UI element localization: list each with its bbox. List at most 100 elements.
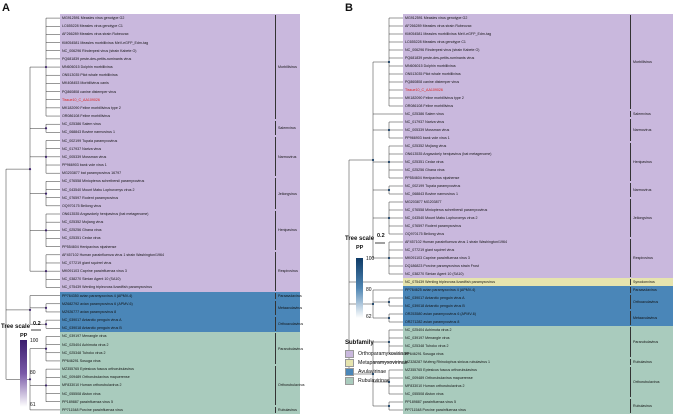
subfamily-band [60,291,300,333]
genus-bracket [275,292,276,299]
tip-label: KM054581 Measles morbillivirus MeV-eGFP_… [405,32,492,36]
legend-item: Orthoparamyxovirinae [345,349,409,358]
tip-label: NC_006296 Rinderpest virus (strain Kabet… [62,48,137,53]
tip-label: MN606015 Dolphin morbillivirus [62,65,113,70]
genus-label: Salemvirus [633,112,651,116]
legend-item: Avulavirinae [345,367,409,376]
tip-label: NC_038270 Simian Agent 10 (SA10) [62,277,121,282]
tip-label: NC_025404 Achimota virus 2 [62,342,109,347]
tip-label: PP189887 parainfluenza virus 5 [62,399,113,404]
pp-tick-max: 100 [30,338,39,344]
tip-label: Tissue10_C_AA109026 [62,97,100,102]
genus-label: Paraavulavirus [633,288,657,292]
tip-label: PQ681839 peste-des-petits-ruminants viru… [62,56,132,61]
tip-label: PP711548 Porcine parainfluenza virus [405,408,466,412]
tip-label: NC_025348 Tuhoko virus 2 [405,344,449,348]
tip-label: PP966903 bank vole virus 1 [62,163,107,168]
genus-bracket [630,311,631,325]
legend-label: Metaparamyxovirinae [358,359,408,366]
genus-bracket [275,406,276,413]
tip-label: NC_017937 Nariva virus [62,146,102,151]
genus-bracket [275,210,276,250]
tip-label: NC_025348 Tuhoko virus 2 [62,350,106,355]
legend-label: Avulavirinae [358,368,387,375]
legend-title: Subfamily [345,340,374,346]
genus-bracket [275,251,276,291]
genus-label: Salemvirus [278,126,296,131]
tip-label: MZ355765 Eptesicus fuscus orthorubulavir… [405,368,477,372]
genus-bracket [630,367,631,397]
tip-label: NC_009489 Orthorubulavirus mapuerense [62,375,130,380]
tip-label: PP554604 Henipavirus nipahense [62,244,117,249]
subfamily-legend: Subfamily Orthoparamyxovirinae Metaparam… [345,340,409,385]
tip-label: OQ970175 Beilong virus [405,232,445,236]
genus-label: Metaavulavirus [278,305,303,310]
tip-label: PP711548 Porcine parainfluenza virus [62,407,123,412]
tip-label: PQ681839 peste-des-petits-ruminants viru… [405,56,475,60]
genus-label: Orthoavulavirus [278,322,304,327]
subfamily-band [403,286,673,326]
pp-tick-min: 61 [30,402,36,408]
tip-label: NC_005339 Mossman virus [405,128,450,132]
legend-item: Rubulavirinae [345,376,409,385]
tip-label: MF833010 Human orthorubulavirus 2 [62,383,122,388]
tip-label: NC_039197 Menangle virus [62,334,107,339]
pp-colorbar [20,340,27,407]
tip-label: MK182090 Feline morbillivirus type 2 [405,96,464,100]
tip-label: MK091103 Caprine parainfluenza virus 3 [62,269,127,274]
tip-label: AF266289 Measles virus strain Rubeovax [62,32,129,37]
tip-label: NC_009489 Orthorubulavirus mapuerense [405,376,473,380]
tip-label: NC_043540 Mount Mabu Lophuromys virus 2 [62,187,135,192]
genus-bracket [630,183,631,197]
tip-label: NC_025386 Salem virus [62,122,101,127]
tip-label: MK091103 Caprine parainfluenza virus 3 [405,256,470,260]
tip-label: MK182090 Feline morbillivirus type 2 [62,105,121,110]
tip-label: NC_055508 Alston virus [405,392,444,396]
tree-scale-title: Tree scale [1,324,31,330]
genus-bracket [275,366,276,405]
tip-label: NC_017937 Nariva virus [405,120,445,124]
tree-scale-value: 0.2 [33,321,41,327]
tip-label: OQ970175 Beilong virus [62,203,102,208]
genus-label: Narmovirus [278,154,297,159]
tip-label: MG203877 MG203877 [405,200,442,204]
legend-swatch [345,349,354,358]
tip-label: NC_025351 Cedar virus [62,236,101,241]
tip-label: MZ682792 avian paramyxovirus 6 (APMV-6) [62,301,133,306]
genus-bracket [275,15,276,120]
tip-label: NC_025404 Achimota virus 2 [405,328,452,332]
genus-label: Paraavulavirus [278,293,302,298]
genus-bracket [630,119,631,141]
genus-bracket [630,287,631,293]
tip-label: OR253580 avian paramyxovirus 6 (APMV-6) [405,312,476,316]
tip-label: ON513035 Pilot whale morbillivirus [405,72,461,76]
tip-label: ON513035 Pilot whale morbillivirus [62,73,118,78]
genus-label: Orthoavulavirus [633,300,659,304]
genus-bracket [630,239,631,277]
tip-label: NC_043540 Mount Mabu Lophuromys virus 2 [405,216,478,220]
tip-label: NC_005339 Mossman virus [62,154,107,159]
pp-title: PP [20,333,28,339]
tip-label: NC_025386 Salem virus [405,112,444,116]
pp-tick-mid: 80 [30,370,36,376]
genus-label: Rubulavirus [278,407,297,412]
genus-label: Respirovirus [278,269,298,274]
genus-label: Pararubulavirus [633,340,659,344]
subfamily-band [60,332,300,414]
tip-label: NC_025352 Mojiang virus [62,220,104,225]
phylogenetic-tree [5,17,60,411]
genus-label: Morbillivirus [633,60,652,64]
tip-label: NC_076558 Miniopterus schreibersii param… [62,179,145,184]
tip-label: NC_039197 Menangle virus [405,336,450,340]
genus-bracket [275,121,276,136]
tip-label: NC_025351 Cedar virus [405,160,444,164]
genus-label: Henipavirus [633,160,652,164]
legend-item: Metaparamyxovirinae [345,358,409,367]
genus-label: Orthorubulavirus [633,380,660,384]
tip-label: LC655228 Measles virus genotype C1 [62,24,123,29]
tip-label: PQ860808 canine distemper virus [405,80,460,84]
genus-label: Jeilongvirus [633,216,652,220]
genus-label: Henipavirus [278,228,297,233]
genus-label: Narmovirus [633,188,652,192]
